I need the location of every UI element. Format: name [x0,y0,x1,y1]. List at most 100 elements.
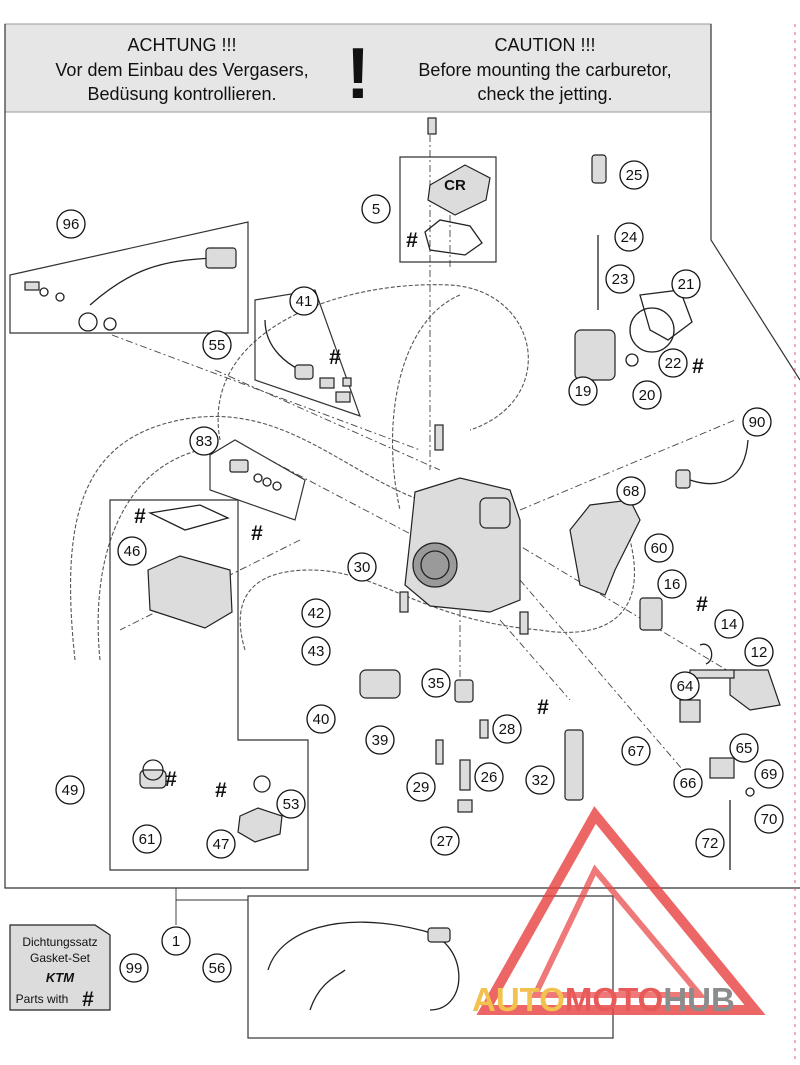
watermark-auto: AUTO [472,981,565,1018]
callout-label: 29 [413,779,430,796]
callout-label: 43 [308,643,325,660]
callout-circle [289,286,319,316]
watermark-logo [476,806,766,1015]
callout-23: 23 [605,264,635,294]
gasket-kit-line2: Gasket-Set [30,951,91,965]
callout-26: 26 [474,762,504,792]
callout-circle [430,826,460,856]
callout-label: 49 [62,782,79,799]
callout-30: 30 [347,552,377,582]
gasket-mark: # [165,768,177,791]
callout-14: 14 [714,609,744,639]
callout-circle [56,209,86,239]
callout-label: 21 [678,276,695,293]
gasket-mark: # [696,593,708,616]
callout-circle [117,536,147,566]
callout-circle [202,330,232,360]
callout-41: 41 [289,286,319,316]
callout-circle [492,714,522,744]
callout-circle [621,736,651,766]
callout-circle [657,569,687,599]
callout-21: 21 [671,269,701,299]
callout-circle [347,552,377,582]
callout-circle [744,637,774,667]
throttle-cables [70,284,635,661]
callout-46: 46 [117,536,147,566]
callout-circle [619,160,649,190]
callout-43: 43 [301,636,331,666]
gasket-mark: # [215,779,227,802]
callout-label: 12 [751,644,768,661]
group-5-box [399,156,497,263]
callout-circle [202,953,232,983]
callout-label: 55 [209,337,226,354]
callout-label: 46 [124,543,141,560]
callout-69: 69 [754,759,784,789]
gasket-kit-box: Dichtungssatz Gasket-Set KTM Parts with … [9,924,111,1011]
warning-de-line2: Bedüsung kontrollieren. [87,84,276,104]
top-cover-label: CR [444,177,466,194]
callout-label: 30 [354,559,371,576]
callout-circle [474,762,504,792]
callout-circle [421,668,451,698]
assembly-lines [111,120,761,791]
callout-66: 66 [673,768,703,798]
callout-circle [644,533,674,563]
callout-circle [754,759,784,789]
callout-label: 61 [139,831,156,848]
callout-label: 32 [532,772,549,789]
gasket-mark: # [692,355,704,378]
callout-label: 24 [621,229,638,246]
callout-circle [525,765,555,795]
watermark-hub: HUB [663,981,735,1018]
callout-label: 60 [651,540,668,557]
callout-53: 53 [276,789,306,819]
callout-99: 99 [119,953,149,983]
callout-circle [614,222,644,252]
callout-70: 70 [754,804,784,834]
warning-en-line1: Before mounting the carburetor, [418,60,671,80]
callout-label: 22 [665,355,682,372]
callout-label: 68 [623,483,640,500]
callout-circle [729,733,759,763]
callout-circle [361,194,391,224]
callout-circle [365,725,395,755]
callout-label: 27 [437,833,454,850]
callout-28: 28 [492,714,522,744]
watermark-text: AUTOMOTOHUB [472,981,735,1018]
callout-35: 35 [421,668,451,698]
callout-circle [671,269,701,299]
callout-label: 64 [677,678,694,695]
callout-circle [670,671,700,701]
callout-49: 49 [55,775,85,805]
warning-en-line2: check the jetting. [477,84,612,104]
callout-61: 61 [132,824,162,854]
warning-de-line1: Vor dem Einbau des Vergasers, [55,60,308,80]
callout-47: 47 [206,829,236,859]
callout-55: 55 [202,330,232,360]
gasket-kit-line1: Dichtungssatz [22,935,97,949]
callout-circle [616,476,646,506]
callout-60: 60 [644,533,674,563]
callout-circle [306,704,336,734]
callout-circle [742,407,772,437]
callout-27: 27 [430,826,460,856]
callout-label: 23 [612,271,629,288]
callout-circle [754,804,784,834]
callout-label: 1 [172,933,180,950]
callout-25: 25 [619,160,649,190]
gasket-marks: ######### [134,229,708,802]
part-1-bracket [175,888,248,925]
callout-circle [605,264,635,294]
callout-42: 42 [301,598,331,628]
callout-68: 68 [616,476,646,506]
group-96-box [9,221,249,334]
callout-5: 5 [361,194,391,224]
callout-label: 66 [680,775,697,792]
warning-header: ACHTUNG !!! Vor dem Einbau des Vergasers… [4,23,712,114]
main-frame [4,24,800,889]
callout-label: 72 [702,835,719,852]
gasket-mark: # [134,505,146,528]
callout-32: 32 [525,765,555,795]
